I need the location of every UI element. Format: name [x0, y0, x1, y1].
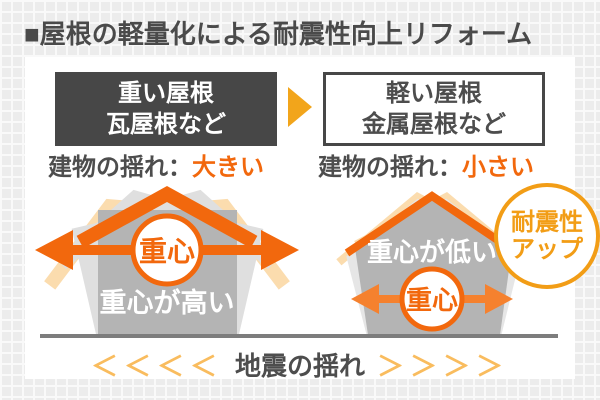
light-roof-icon: [344, 191, 520, 257]
badge-line2: アップ: [511, 236, 583, 263]
left-shake-label: 建物の揺れ：: [48, 154, 192, 181]
gravity-note: 重心が低い: [367, 237, 497, 267]
light-roof-line2: 金属屋根など: [362, 111, 506, 138]
seismic-up-badge: 耐震性 アップ: [494, 183, 600, 289]
left-shake-caption: 建物の揺れ：大きい: [48, 147, 264, 182]
right-shake-caption: 建物の揺れ：小さい: [318, 147, 534, 182]
heavy-roof-line1: 重い屋根: [118, 80, 214, 107]
big-sway-arrowhead-left: [35, 230, 73, 270]
small-sway-arrowhead-left: [351, 284, 379, 314]
left-shake-value: 大きい: [192, 154, 264, 181]
gravity-label: 重心: [139, 236, 195, 267]
right-triangle-arrow-icon: [288, 87, 312, 127]
gravity-note: 重心が高い: [100, 287, 235, 318]
heavy-roof-icon: [76, 186, 258, 249]
light-roof-line1: 軽い屋根: [386, 80, 482, 107]
right-chevrons-icon: ＞＞＞＞: [377, 352, 509, 382]
heavy-roof-line2: 瓦屋根など: [106, 111, 226, 138]
quake-label: 地震の揺れ: [234, 351, 365, 381]
right-shake-label: 建物の揺れ：: [318, 154, 462, 181]
left-chevrons-icon: ＜＜＜＜: [90, 352, 223, 382]
gravity-label: 重心: [406, 285, 458, 315]
ground-line: [40, 334, 558, 338]
light-house-illustration: 重心が低い 重心: [336, 191, 528, 335]
gravity-circle: [399, 266, 465, 332]
badge-line1: 耐震性: [511, 209, 583, 236]
right-shake-value: 小さい: [462, 154, 534, 181]
content-panel: 重い屋根 瓦屋根など 軽い屋根 金属屋根など 建物の揺れ：大きい 建物の揺れ：小…: [25, 57, 600, 382]
small-sway-arrowhead-right: [485, 284, 513, 314]
big-sway-arrowhead-right: [261, 230, 299, 270]
gravity-circle: [130, 213, 204, 287]
page-title: ■屋根の軽量化による耐震性向上リフォーム: [24, 19, 533, 49]
heavy-house-illustration: 重心 重心が高い: [35, 186, 299, 335]
light-roof-box: 軽い屋根 金属屋根など: [323, 72, 545, 146]
quake-footer: ＜＜＜＜ 地震の揺れ ＞＞＞＞: [25, 345, 575, 384]
heavy-roof-box: 重い屋根 瓦屋根など: [55, 72, 277, 146]
